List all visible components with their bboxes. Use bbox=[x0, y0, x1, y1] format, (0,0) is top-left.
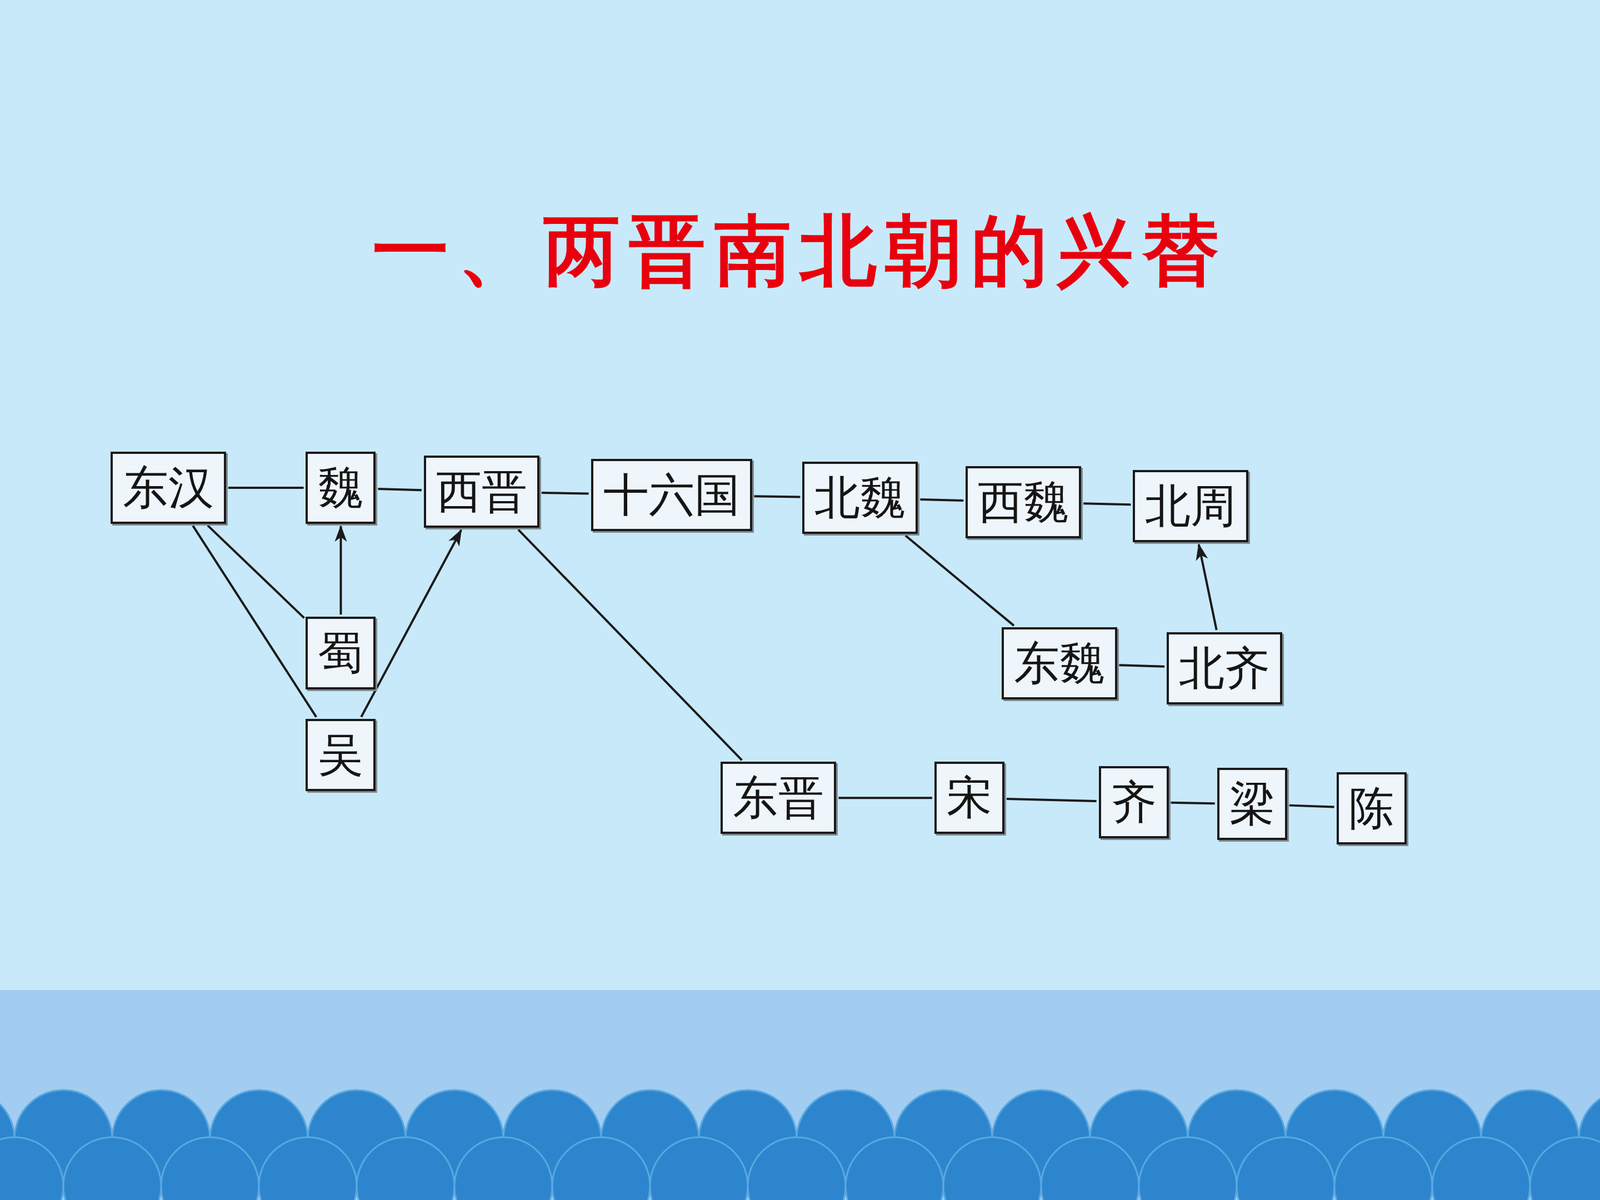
dynasty-box: 西晋 bbox=[423, 455, 540, 528]
dynasty-name: 十六国 bbox=[603, 468, 740, 522]
dynasty-box: 齐 bbox=[1098, 766, 1169, 839]
dynasty-name: 西魏 bbox=[977, 476, 1069, 529]
wave-arc bbox=[747, 1137, 846, 1200]
dynasty-box: 十六国 bbox=[591, 458, 753, 532]
dynasty-name: 陈 bbox=[1348, 782, 1395, 835]
dynasty-box: 东晋 bbox=[720, 761, 837, 834]
dynasty-name: 梁 bbox=[1229, 777, 1275, 830]
succession-line bbox=[1289, 805, 1335, 808]
wave-arc bbox=[1236, 1137, 1335, 1200]
dynasty-box: 蜀 bbox=[305, 616, 376, 689]
wave-arc bbox=[161, 1137, 259, 1200]
succession-line bbox=[377, 488, 422, 490]
dynasty-box: 东魏 bbox=[1001, 627, 1118, 700]
wave-arc bbox=[845, 1137, 944, 1200]
dynasty-box: 东汉 bbox=[110, 451, 227, 524]
wave-arc bbox=[943, 1137, 1042, 1200]
dynasty-box: 北周 bbox=[1132, 470, 1249, 543]
succession-line bbox=[920, 499, 964, 501]
succession-line bbox=[541, 492, 589, 494]
dynasty-name: 蜀 bbox=[317, 626, 364, 679]
succession-line bbox=[1171, 802, 1215, 804]
dynasty-box: 吴 bbox=[305, 718, 376, 792]
slide-title: 一、两晋南北朝的兴替 bbox=[0, 200, 1600, 304]
wave-arc bbox=[1432, 1137, 1530, 1200]
dynasty-name: 吴 bbox=[317, 728, 364, 782]
dynasty-box: 梁 bbox=[1217, 767, 1288, 840]
succession-line bbox=[1006, 798, 1097, 802]
wave-arc bbox=[1334, 1137, 1433, 1200]
dynasty-box: 宋 bbox=[934, 761, 1005, 834]
succession-line bbox=[361, 530, 462, 718]
dynasty-name: 北周 bbox=[1145, 480, 1237, 533]
dynasty-name: 西晋 bbox=[436, 465, 528, 518]
dynasty-name: 齐 bbox=[1111, 776, 1157, 829]
succession-line bbox=[1119, 665, 1165, 667]
wave-arc bbox=[454, 1137, 553, 1200]
wave-arc bbox=[63, 1137, 162, 1200]
dynasty-box: 魏 bbox=[305, 451, 376, 524]
dynasty-name: 东汉 bbox=[122, 461, 214, 514]
dynasty-box: 北齐 bbox=[1166, 632, 1283, 705]
wave-arc bbox=[1530, 1137, 1600, 1200]
dynasty-name: 宋 bbox=[946, 771, 993, 824]
dynasty-name: 北魏 bbox=[814, 471, 906, 524]
wave-arc bbox=[258, 1137, 357, 1200]
succession-line bbox=[518, 529, 743, 760]
succession-line bbox=[754, 496, 801, 497]
dynasty-name: 魏 bbox=[317, 461, 364, 514]
wave-arc bbox=[1041, 1137, 1139, 1200]
succession-line bbox=[838, 796, 932, 799]
dynasty-box: 陈 bbox=[1336, 772, 1407, 845]
dynasty-box: 北魏 bbox=[802, 461, 918, 534]
succession-line bbox=[905, 535, 1014, 626]
wave-arc bbox=[650, 1137, 748, 1200]
succession-line bbox=[1198, 544, 1217, 630]
dynasty-box: 西魏 bbox=[965, 466, 1082, 539]
wave-pattern bbox=[0, 1090, 1600, 1200]
dynasty-name: 东晋 bbox=[732, 771, 824, 824]
wave-arc bbox=[0, 1137, 64, 1200]
succession-line bbox=[228, 486, 304, 489]
succession-line bbox=[192, 525, 317, 717]
dynasty-name: 东魏 bbox=[1013, 637, 1105, 690]
succession-line bbox=[339, 526, 342, 615]
succession-line bbox=[1083, 503, 1131, 505]
wave-arc bbox=[552, 1137, 650, 1200]
dynasty-name: 北齐 bbox=[1178, 642, 1270, 695]
wave-arc bbox=[1138, 1137, 1237, 1200]
wave-arc bbox=[356, 1137, 455, 1200]
